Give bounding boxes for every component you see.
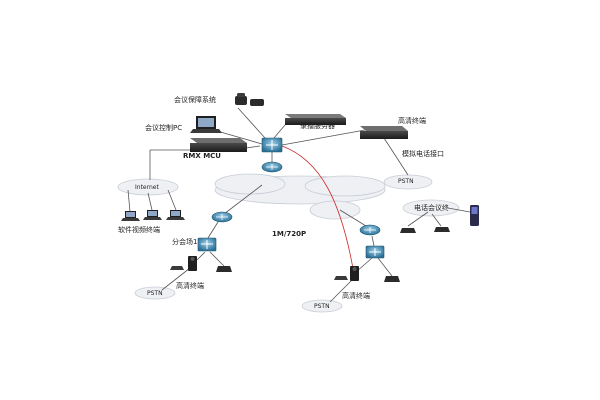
label-pstn-left: PSTN [147,290,163,297]
conference-phone-icon [434,227,450,232]
router-icon [261,161,283,173]
switch-icon [261,137,283,153]
conference-phone-icon [400,228,416,233]
hd-camera-icon [188,256,197,271]
pstn-cloud-mid [301,299,343,313]
label-rmx-mcu: RMX MCU [183,152,221,160]
phone-icon [235,93,264,106]
label-hd-terminal-top: 高清终端 [398,117,426,125]
label-internet: Internet [135,184,159,191]
pstn-cloud-right [383,174,460,217]
label-hd-terminal-mid: 高清终端 [342,292,370,300]
label-soft-terminal: 软件视频终端 [118,226,160,234]
links [127,107,471,303]
router-left-icon [211,211,233,223]
label-record-server: 录播服务器 [300,122,335,130]
label-phone-conf: 电话会议终 [414,204,449,212]
desk-phone-icon [216,266,232,272]
label-conf-support: 会议保障系统 [174,96,216,104]
laptop-icon [190,116,222,133]
desk-phone-icon [384,276,400,282]
hd-terminal-box-icon [360,126,408,139]
soft-terminal-laptop-icon [121,211,140,221]
recording-server-icon [285,114,346,125]
switch-left-icon [197,237,217,252]
switch-mid-icon [365,245,385,259]
label-bandwidth: 1M/720P [272,230,307,238]
label-analog-port: 模拟电话接口 [402,150,444,158]
pstn-cloud-left [134,286,176,300]
label-branch1: 分会场1 [172,238,198,246]
internet-cloud [117,178,179,196]
wan-cloud [214,173,386,220]
desk-phone-icon [170,266,184,270]
label-pstn-right: PSTN [398,178,414,185]
label-hd-terminal-left: 高清终端 [176,282,204,290]
label-conf-pc: 会议控制PC [145,124,183,132]
hd-camera-icon [350,266,359,281]
soft-terminal-laptop-icon [166,210,185,220]
router-mid-icon [359,224,381,236]
red-link [281,145,356,281]
label-pstn-mid: PSTN [314,303,330,310]
mcu-device-icon [190,138,247,152]
desk-phone-icon [334,276,348,280]
mobile-terminal-icon [470,205,479,226]
soft-terminal-laptop-icon [143,210,162,220]
